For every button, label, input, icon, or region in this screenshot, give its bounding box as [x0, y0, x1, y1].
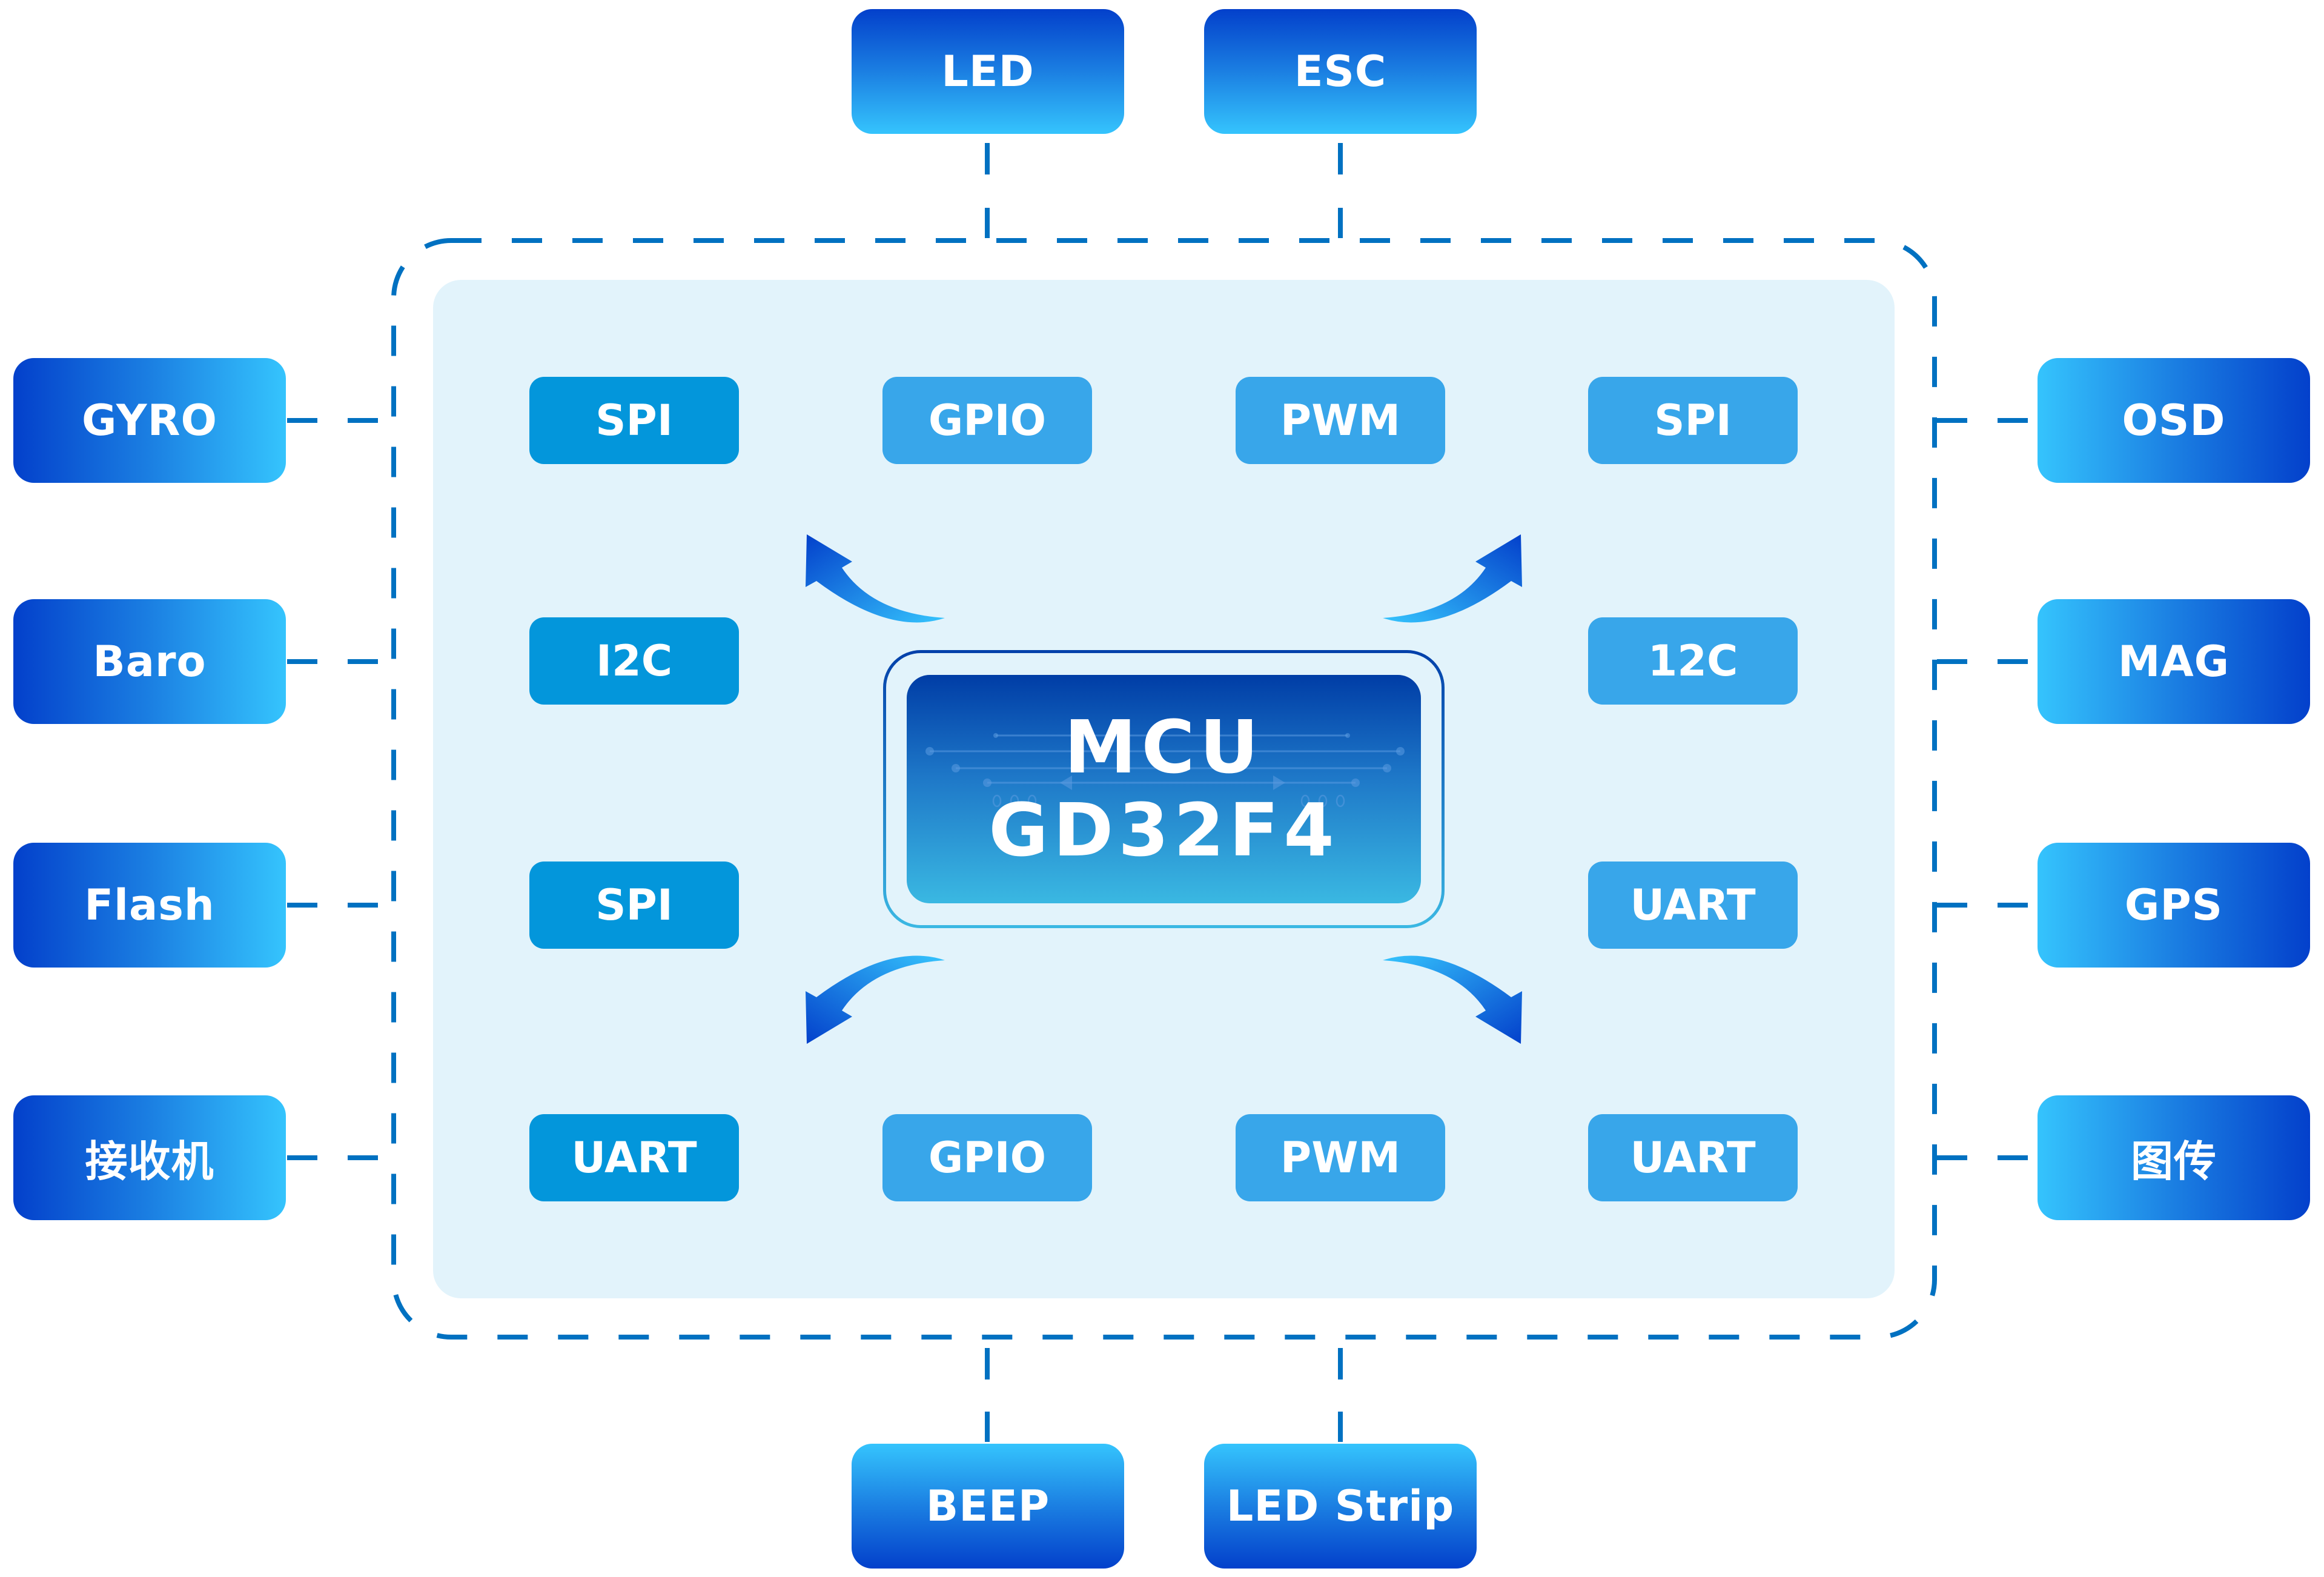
- peripheral-label: OSD: [2122, 396, 2226, 445]
- peripheral-label: ESC: [1294, 47, 1387, 96]
- peripheral-label: 图传: [2131, 1136, 2217, 1186]
- arrow-up-right-icon: [1383, 534, 1522, 623]
- peripheral-flash[interactable]: Flash: [13, 843, 286, 968]
- peripheral-esc[interactable]: ESC: [1204, 9, 1477, 134]
- peripheral-led-strip[interactable]: LED Strip: [1204, 1444, 1477, 1569]
- peripheral-label: GPS: [2124, 880, 2223, 930]
- interface-pwm-2[interactable]: PWM: [1236, 1114, 1445, 1201]
- interface-label: PWM: [1280, 396, 1401, 445]
- mcu-model: GD32F4: [988, 789, 1339, 873]
- mcu-label: MCU: [1064, 706, 1263, 790]
- peripheral-label: Baro: [93, 637, 207, 686]
- dashed-boundary: [391, 238, 1937, 1340]
- peripheral-label: MAG: [2117, 637, 2230, 686]
- peripheral-mag[interactable]: MAG: [2038, 599, 2310, 724]
- interface-uart-3[interactable]: UART: [1588, 1114, 1798, 1201]
- interface-pwm-1[interactable]: PWM: [1236, 377, 1445, 464]
- arrow-down-left-icon: [806, 955, 945, 1044]
- interface-label: PWM: [1280, 1133, 1401, 1183]
- arrow-up-left-icon: [806, 534, 945, 623]
- peripheral-receiver[interactable]: 接收机: [13, 1095, 286, 1220]
- interface-label: SPI: [595, 396, 673, 445]
- interface-uart-2[interactable]: UART: [529, 1114, 739, 1201]
- peripheral-led[interactable]: LED: [852, 9, 1124, 134]
- interface-i2c-1[interactable]: I2C: [529, 617, 739, 705]
- interface-label: I2C: [595, 636, 673, 686]
- peripheral-label: LED Strip: [1226, 1481, 1455, 1531]
- peripheral-label: BEEP: [925, 1481, 1050, 1531]
- peripheral-osd[interactable]: OSD: [2038, 358, 2310, 483]
- peripheral-label: LED: [941, 47, 1035, 96]
- interface-spi-2[interactable]: SPI: [1588, 377, 1798, 464]
- interface-label: GPIO: [928, 396, 1047, 445]
- peripheral-video-tx[interactable]: 图传: [2038, 1095, 2310, 1220]
- arrow-down-right-icon: [1383, 955, 1522, 1044]
- interface-label: SPI: [595, 880, 673, 930]
- peripheral-label: 接收机: [85, 1136, 214, 1186]
- interface-i2c-2[interactable]: 12C: [1588, 617, 1798, 705]
- interface-label: UART: [1630, 880, 1756, 930]
- interface-label: 12C: [1647, 636, 1738, 686]
- interface-label: UART: [571, 1133, 697, 1183]
- peripheral-gps[interactable]: GPS: [2038, 843, 2310, 968]
- interface-uart-1[interactable]: UART: [1588, 862, 1798, 949]
- peripheral-label: GYRO: [81, 396, 217, 445]
- peripheral-beep[interactable]: BEEP: [852, 1444, 1124, 1569]
- interface-spi-1[interactable]: SPI: [529, 377, 739, 464]
- peripheral-label: Flash: [84, 880, 215, 930]
- interface-label: UART: [1630, 1133, 1756, 1183]
- interface-label: SPI: [1654, 396, 1732, 445]
- interface-gpio-2[interactable]: GPIO: [882, 1114, 1092, 1201]
- interface-gpio-1[interactable]: GPIO: [882, 377, 1092, 464]
- interface-spi-3[interactable]: SPI: [529, 862, 739, 949]
- interface-label: GPIO: [928, 1133, 1047, 1183]
- peripheral-baro[interactable]: Baro: [13, 599, 286, 724]
- mcu-chip[interactable]: [907, 675, 1421, 903]
- peripheral-gyro[interactable]: GYRO: [13, 358, 286, 483]
